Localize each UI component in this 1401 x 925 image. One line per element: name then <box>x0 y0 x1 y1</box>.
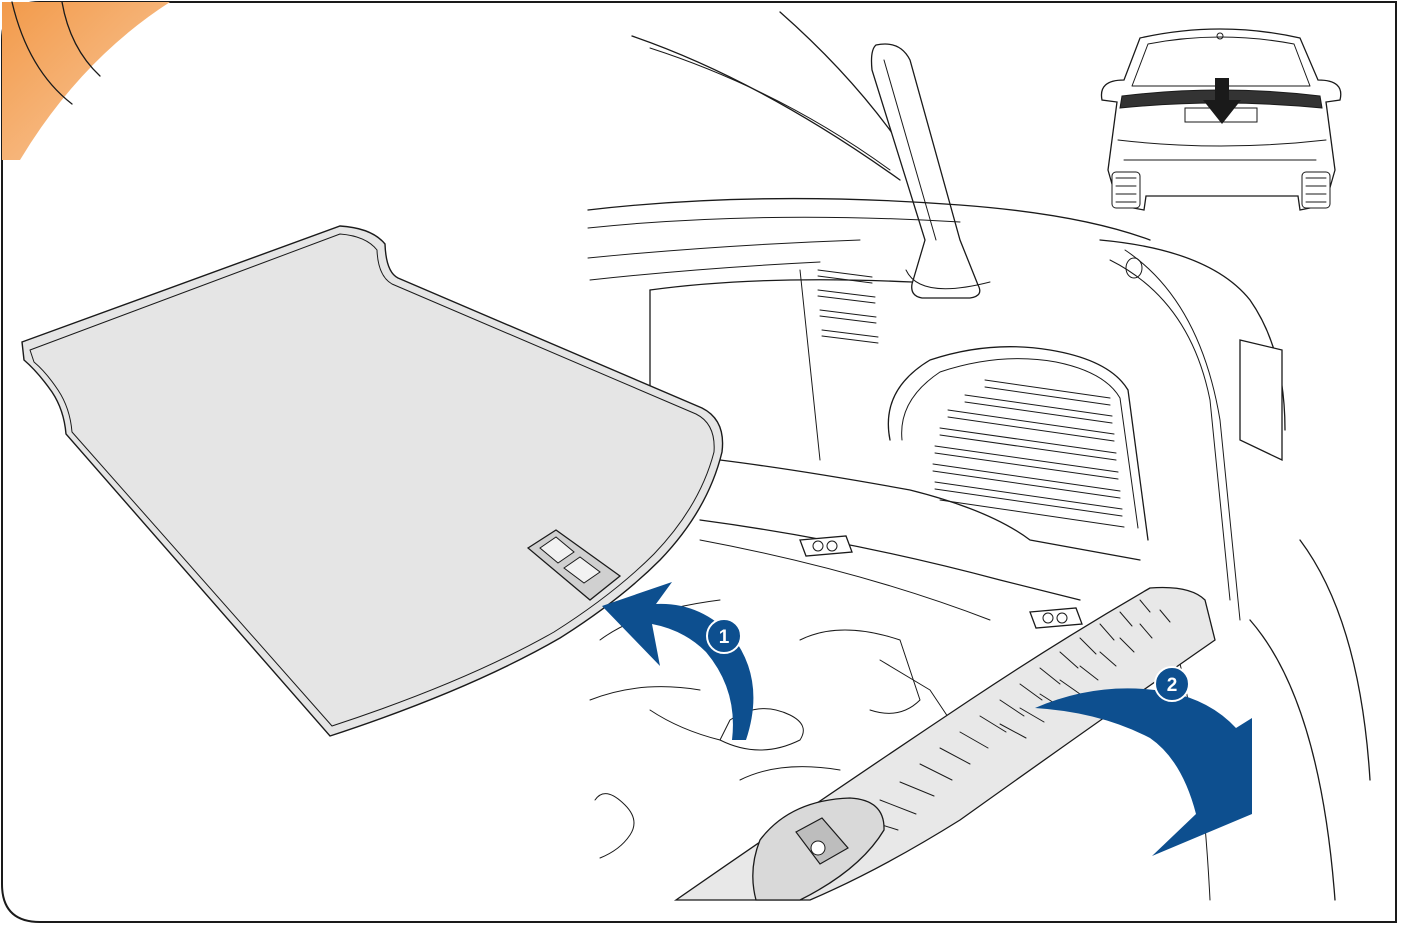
step-2-badge: 2 <box>1155 667 1189 701</box>
lashing-eye-right <box>1030 608 1082 628</box>
svg-text:1: 1 <box>719 627 730 648</box>
lashing-eye-left <box>800 536 852 556</box>
svg-text:2: 2 <box>1167 675 1178 696</box>
car-rear-view-icon <box>1101 29 1340 210</box>
step-1-badge: 1 <box>707 619 741 653</box>
